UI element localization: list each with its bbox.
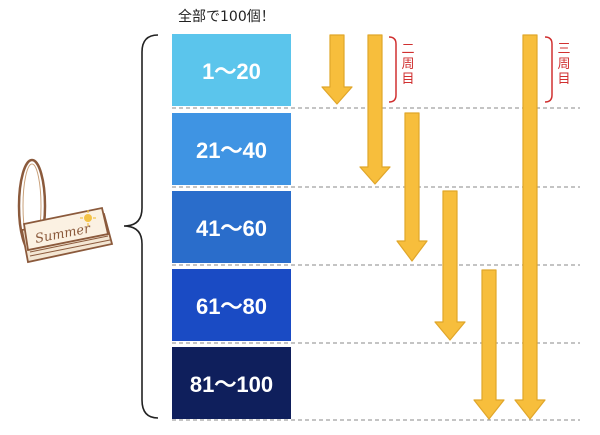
down-arrow [396, 112, 428, 262]
range-block-21-40: 21〜40 [172, 113, 291, 185]
diagram-title: 全部で100個！ [178, 9, 275, 25]
down-arrow [514, 34, 546, 420]
down-arrow [359, 34, 391, 185]
third-lap-bracket [544, 36, 553, 103]
summer-vocabulary-card-ring-icon: Summer [17, 158, 114, 264]
range-block-81-100: 81〜100 [172, 347, 291, 419]
range-block-41-60: 41〜60 [172, 191, 291, 263]
range-block-1-20: 1〜20 [172, 34, 291, 106]
down-arrow [473, 269, 505, 420]
second-lap-bracket [388, 36, 397, 103]
second-lap-label: 二 周 目 [401, 42, 415, 87]
down-arrow [434, 190, 466, 341]
range-block-61-80: 61〜80 [172, 269, 291, 341]
left-curly-brace [123, 34, 159, 419]
down-arrow [321, 34, 353, 105]
third-lap-label: 三 周 目 [557, 42, 571, 87]
